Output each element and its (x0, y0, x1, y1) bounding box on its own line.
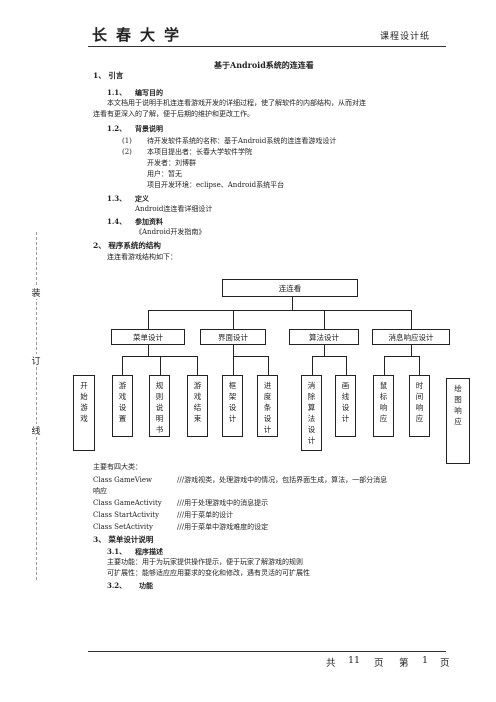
section-3-2-heading: 功能 (139, 581, 153, 590)
binding-line (36, 232, 37, 580)
environment-line: 项目开发环境：eclipse、Android系统平台 (147, 181, 285, 189)
header-rule (88, 46, 446, 47)
section-1-2-heading: 背景说明 (135, 124, 163, 133)
section-1-4-num: 1.4、 (107, 217, 127, 226)
binding-mark-xian: 线 (30, 424, 42, 437)
university-name: 长春大学 (92, 26, 189, 44)
section-1-1-para-line1: 本文档用于说明手机连连看游戏开发的详细过程，使了解软件的内部结构，从而对连 (107, 99, 366, 107)
diagram-root-node: 连连看 (222, 279, 358, 297)
classes-intro: 主要有四大类： (93, 463, 142, 471)
leaf-node-rules: 规则说明书 (149, 375, 170, 437)
section-1-1-para-line2: 连看有更深入的了解，便于后期的维护和更改工作。 (93, 110, 254, 118)
section-3-1-num: 3.1、 (107, 547, 127, 556)
footer-rule (88, 651, 446, 652)
footer-current-page: 1 (422, 655, 429, 666)
footer-total-label: 共 (326, 658, 336, 669)
section-3-1-para-line1: 主要功能：用于为玩家提供操作提示，便于玩家了解游戏的规则 (107, 558, 303, 566)
section-1-4-heading: 参加资料 (135, 217, 163, 226)
list-marker-2: (2) (122, 148, 132, 156)
doc-type-label: 课程设计纸 (380, 32, 431, 42)
section-1-3-heading: 定义 (135, 194, 149, 203)
leaf-node-game-end: 游戏结束 (187, 375, 208, 437)
leaf-node-time-response: 时间响应 (409, 375, 430, 437)
section-2-heading: 2、 程序系统的结构 (93, 241, 161, 250)
class-desc-startactivity: ///用于菜单的设计 (177, 511, 234, 519)
developer-line: 开发者：刘博群 (147, 159, 196, 167)
class-desc-gameview-cont: 响应 (93, 487, 107, 495)
document-title: 基于Android系统的连连看 (214, 60, 314, 70)
binding-mark-zhuang: 装 (30, 286, 42, 299)
section-3-1-para-line2: 可扩展性：能够适应应用要求的变化和修改，遇有灵活的可扩展性 (107, 569, 310, 577)
class-desc-gameactivity: ///用于处理游戏中的消息提示 (177, 499, 269, 507)
footer-page-unit: 页 (374, 658, 384, 669)
section-3-2-num: 3.2、 (107, 581, 127, 590)
class-name-gameactivity: Class GameActivity (93, 499, 162, 507)
leaf-node-progress-bar: 进度条设计 (257, 375, 278, 437)
group-node-ui: 界面设计 (200, 329, 266, 345)
reference-text: 《Android开发指南》 (135, 228, 206, 236)
section-1-1-num: 1.1、 (107, 88, 127, 97)
class-desc-gameview: ///游戏视类，处理游戏中的情况，包括界面生成，算法，一部分消息 (177, 476, 388, 484)
leaf-node-draw-line: 画线设计 (335, 375, 356, 437)
section-3-1-heading: 程序描述 (135, 547, 163, 556)
class-desc-setactivity: ///用于菜单中游戏难度的设定 (177, 523, 269, 531)
class-name-startactivity: Class StartActivity (93, 511, 160, 519)
class-name-gameview: Class GameView (93, 476, 153, 484)
section-2-intro: 连连看游戏结构如下： (107, 253, 177, 261)
section-1-2-num: 1.2、 (107, 124, 127, 133)
list-item-1: 待开发软件系统的名称：基于Android系统的连连看游戏设计 (147, 137, 337, 145)
binding-mark-ding: 订 (30, 354, 42, 367)
list-marker-1: (1) (122, 137, 132, 145)
leaf-node-start-game: 开始游戏 (73, 375, 95, 451)
group-node-algorithm: 算法设计 (289, 329, 359, 345)
leaf-node-elimination-algorithm: 消除算法设计 (301, 375, 322, 451)
class-name-setactivity: Class SetActivity (93, 523, 153, 531)
leaf-node-frame-design: 框架设计 (222, 375, 243, 437)
list-item-2: 本项目提出者：长春大学软件学院 (147, 148, 252, 156)
user-line: 用户：暂无 (147, 170, 182, 178)
footer-current-label: 第 (399, 658, 409, 669)
footer-page-unit-2: 页 (440, 658, 450, 669)
section-1-3-num: 1.3、 (107, 194, 127, 203)
section-1-1-heading: 编写目的 (135, 88, 163, 97)
footer-total-pages: 11 (348, 655, 361, 666)
leaf-node-mouse-response: 鼠标响应 (373, 375, 394, 437)
section-3-heading: 3、 菜单设计说明 (93, 535, 154, 544)
group-node-message: 消息响应设计 (372, 329, 450, 345)
definition-text: Android连连看详细设计 (135, 205, 213, 213)
group-node-menu: 菜单设计 (111, 329, 185, 345)
section-1-heading: 1、 引言 (93, 71, 124, 80)
leaf-node-game-settings: 游戏设置 (112, 375, 133, 437)
leaf-node-draw-response: 绘图响应 (446, 378, 470, 464)
